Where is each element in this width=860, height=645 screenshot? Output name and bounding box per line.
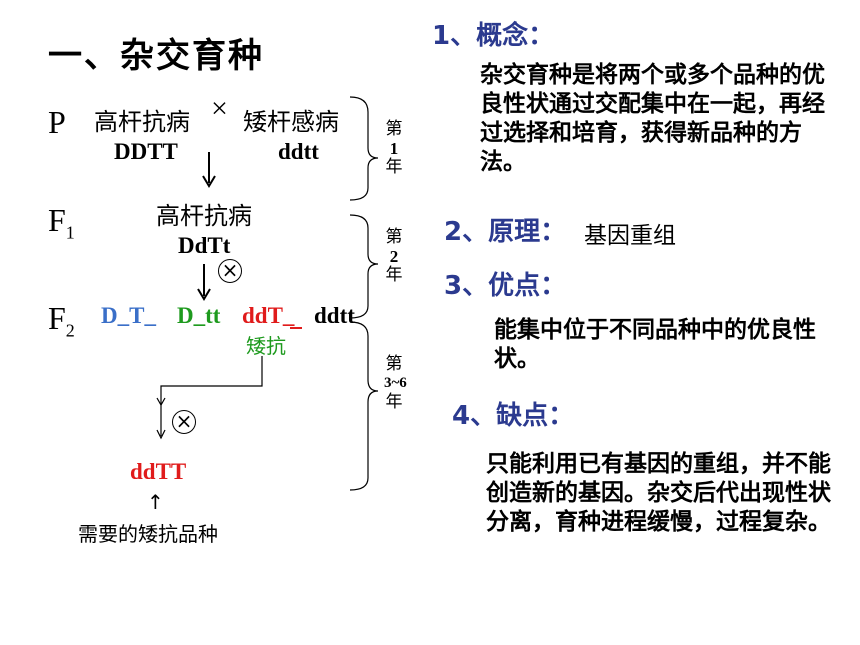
parent2-phenotype: 矮杆感病 (243, 108, 339, 136)
brace-year-3 (349, 321, 379, 491)
section-1-body: 杂交育种是将两个或多个品种的优良性状通过交配集中在一起，再经过选择和培育，获得新… (480, 62, 825, 175)
section-2-body: 基因重组 (584, 223, 676, 249)
section-4-heading: 4、缺点： (452, 401, 575, 431)
self-cross-symbol: × (218, 259, 242, 283)
final-genotype: ddTT (130, 459, 187, 484)
page-title: 一、杂交育种 (48, 36, 264, 76)
cross-symbol: × (211, 92, 228, 125)
generation-p-label: P (48, 104, 66, 140)
f2-selected-label: 矮抗 (246, 334, 286, 358)
parent2-genotype: ddtt (278, 139, 319, 164)
f2-genotype-2: D_tt (177, 303, 221, 328)
up-arrow: ↑ (147, 490, 164, 514)
generation-f2-label: F2 (48, 300, 75, 341)
self-cross-symbol-2: × (172, 410, 196, 434)
brace-year-2 (349, 214, 379, 319)
section-1-heading: 1、概念： (432, 21, 555, 51)
parent1-genotype: DDTT (114, 139, 178, 164)
f2-genotype-1: D_T_ (101, 303, 156, 328)
generation-f1-label: F1 (48, 202, 75, 243)
section-4-body: 只能利用已有基因的重组，并不能创造新的基因。杂交后代出现性状分离，育种进程缓慢，… (486, 451, 831, 535)
selection-path (160, 356, 263, 436)
f2-genotype-4: ddtt (314, 303, 355, 328)
final-label: 需要的矮抗品种 (78, 522, 218, 546)
brace-year-1 (349, 96, 379, 201)
f1-genotype: DdTt (178, 233, 231, 258)
parent1-phenotype: 高杆抗病 (94, 108, 190, 136)
f2-genotype-3: ddT_ (242, 303, 295, 328)
f1-phenotype: 高杆抗病 (156, 202, 252, 230)
section-3-heading: 3、优点： (444, 271, 567, 301)
section-3-body: 能集中位于不同品种中的优良性状。 (494, 317, 816, 372)
section-2-heading: 2、原理： (444, 217, 567, 247)
